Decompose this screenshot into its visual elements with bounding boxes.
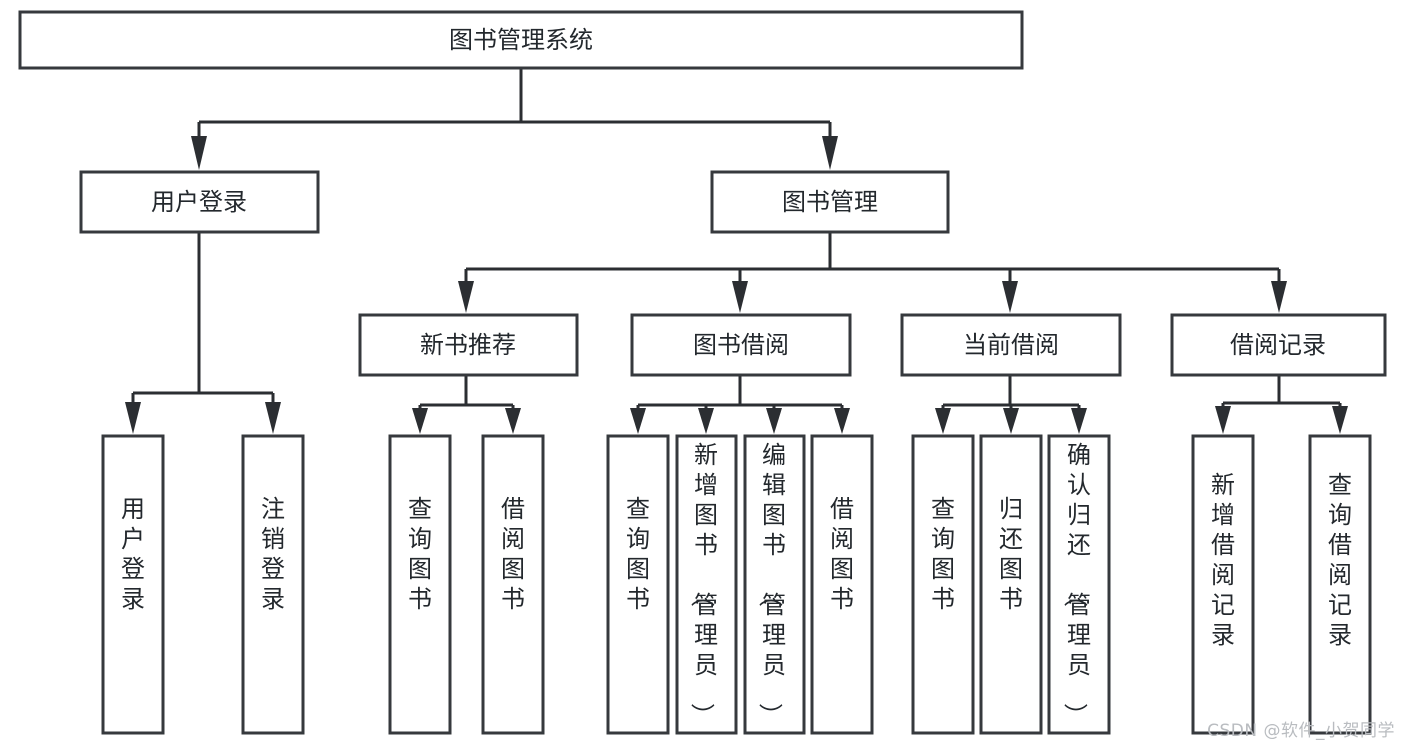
node-borrow-record-box[interactable] [1170,313,1387,377]
node-book-manage-label: 图书管理 [782,188,878,216]
arrow-head-borrow-record [1271,281,1287,313]
arrow-head-leaf-query-book-2 [630,408,646,434]
arrow-head-leaf-borrow-book-1 [505,408,521,434]
node-book-manage-box[interactable] [710,170,950,234]
leaf-query-record-label: 查询借阅记录 [1328,471,1352,649]
leaf-node-return-book[interactable]: 归还图书 [979,434,1043,735]
leaf-borrow-book-2-box[interactable] [810,434,874,735]
leaf-add-book-label: 新增图书（管理员） [688,441,718,727]
leaf-add-record-box[interactable] [1191,434,1255,735]
leaf-logout-label: 注销登录 [261,495,285,613]
leaf-query-record-box[interactable] [1308,434,1372,735]
arrow-head-leaf-user-login [125,402,141,434]
node-book-manage[interactable]: 图书管理 [710,170,950,234]
arrow-head-leaf-logout [265,402,281,434]
arrow-head-new-book-rec [458,281,474,313]
connector-group-book-borrow [630,375,850,434]
leaf-node-user-login[interactable]: 用户登录 [101,434,165,735]
leaf-borrow-book-1-label: 借阅图书 [501,495,525,613]
leaf-confirm-return-box[interactable] [1047,434,1111,735]
connector-group-new-book-rec [412,375,521,434]
leaf-node-query-book-3[interactable]: 查询图书 [911,434,975,735]
node-borrow-record[interactable]: 借阅记录 [1170,313,1387,377]
node-new-book-rec-label: 新书推荐 [420,331,516,359]
leaf-add-record-label: 新增借阅记录 [1211,471,1235,649]
leaf-node-confirm-return[interactable]: 确认归还（管理员） [1047,434,1111,735]
leaf-user-login-label: 用户登录 [121,495,145,613]
node-current-borrow[interactable]: 当前借阅 [900,313,1122,377]
leaf-query-book-2-label: 查询图书 [626,495,650,613]
leaf-query-book-1-box[interactable] [388,434,452,735]
leaf-edit-book-box[interactable] [743,434,806,735]
leaf-confirm-return-label: 确认归还（管理员） [1061,441,1091,727]
leaf-node-add-record[interactable]: 新增借阅记录 [1191,434,1255,735]
node-current-borrow-box[interactable] [900,313,1122,377]
node-root[interactable]: 图书管理系统 [18,10,1024,70]
node-new-book-rec[interactable]: 新书推荐 [358,313,579,377]
leaf-return-book-label: 归还图书 [999,495,1023,613]
arrow-head-leaf-query-book-1 [412,408,428,434]
leaf-node-query-book-1[interactable]: 查询图书 [388,434,452,735]
arrow-head-leaf-add-book [698,408,714,434]
arrow-head-leaf-query-record [1332,406,1348,434]
arrow-head-current-borrow [1002,281,1018,313]
leaf-node-query-record[interactable]: 查询借阅记录 [1308,434,1372,735]
connector-group-borrow-record [1215,375,1348,434]
connector-group-current-borrow [935,375,1087,434]
node-user-login-box[interactable] [79,170,320,234]
node-user-login[interactable]: 用户登录 [79,170,320,234]
arrow-head-user-login [191,136,207,170]
leaf-user-login-box[interactable] [101,434,165,735]
node-root-label: 图书管理系统 [449,26,593,54]
connector-group-root [191,68,838,170]
leaf-node-query-book-2[interactable]: 查询图书 [606,434,670,735]
leaf-node-logout[interactable]: 注销登录 [241,434,305,735]
leaf-node-borrow-book-2[interactable]: 借阅图书 [810,434,874,735]
leaf-node-borrow-book-1[interactable]: 借阅图书 [481,434,545,735]
leaf-borrow-book-2-label: 借阅图书 [830,495,854,613]
arrow-head-leaf-return-book [1003,408,1019,434]
leaf-logout-box[interactable] [241,434,305,735]
arrow-head-book-borrow [732,281,748,313]
leaf-node-edit-book[interactable]: 编辑图书（管理员） [743,434,806,735]
node-book-borrow-label: 图书借阅 [693,331,789,359]
node-borrow-record-label: 借阅记录 [1230,331,1326,359]
leaf-query-book-1-label: 查询图书 [408,495,432,613]
connector-group-book-manage [458,232,1287,313]
arrow-head-leaf-edit-book [766,408,782,434]
arrow-head-leaf-confirm-return [1071,408,1087,434]
leaf-return-book-box[interactable] [979,434,1043,735]
node-book-borrow-box[interactable] [630,313,852,377]
node-root-box[interactable] [18,10,1024,70]
node-user-login-label: 用户登录 [151,188,247,216]
arrow-head-leaf-borrow-book-2 [834,408,850,434]
leaf-query-book-3-label: 查询图书 [931,495,955,613]
leaf-query-book-3-box[interactable] [911,434,975,735]
leaf-borrow-book-1-box[interactable] [481,434,545,735]
arrow-head-book-manage [822,136,838,170]
node-current-borrow-label: 当前借阅 [963,331,1059,359]
node-book-borrow[interactable]: 图书借阅 [630,313,852,377]
node-new-book-rec-box[interactable] [358,313,579,377]
leaf-edit-book-label: 编辑图书（管理员） [756,441,786,727]
leaf-node-add-book[interactable]: 新增图书（管理员） [675,434,738,735]
connector-group-user-login [125,232,281,434]
arrow-head-leaf-query-book-3 [935,408,951,434]
leaf-add-book-box[interactable] [675,434,738,735]
leaf-query-book-2-box[interactable] [606,434,670,735]
arrow-head-leaf-add-record [1215,406,1231,434]
